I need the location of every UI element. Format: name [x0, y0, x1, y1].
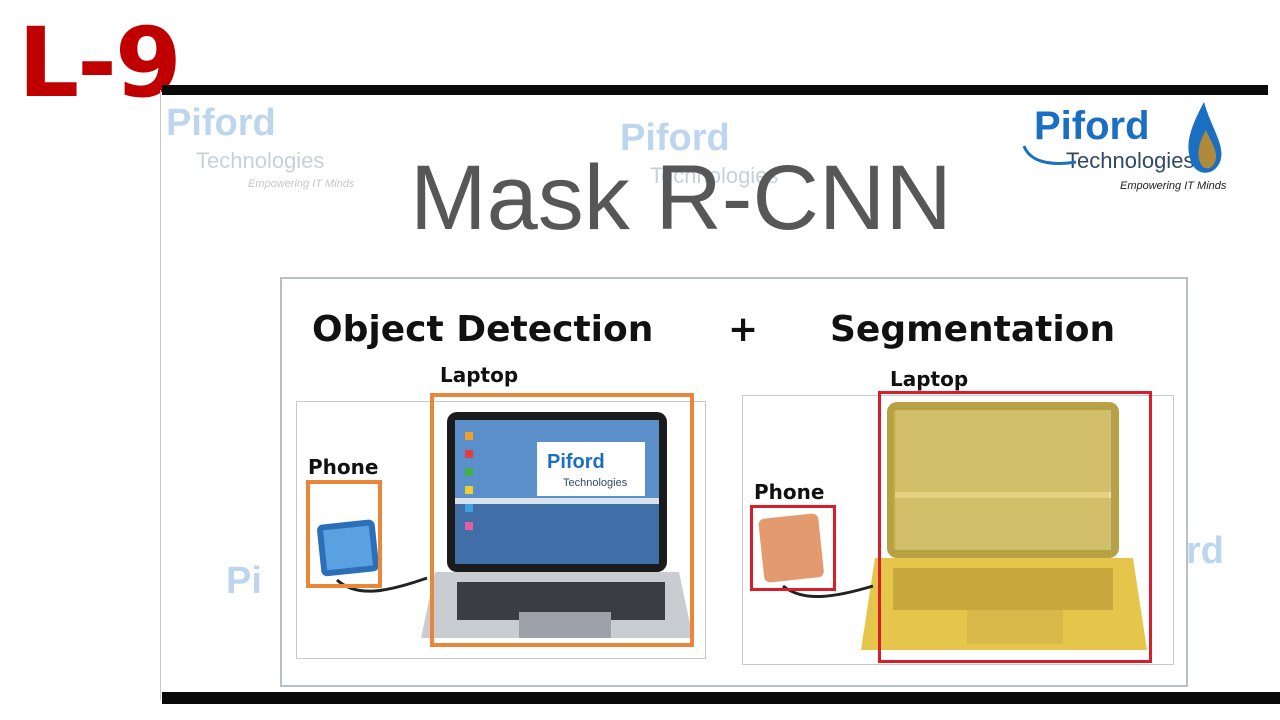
watermark-logo-tagline: Empowering IT Minds	[248, 178, 355, 190]
watermark-logo-name: Piford	[620, 117, 730, 159]
laptop-phone-illustration: Piford Technologies	[317, 412, 693, 638]
lesson-badge: L-9	[18, 7, 182, 119]
flame-icon	[1188, 102, 1222, 173]
detection-segmentation-figure: Object Detection + Segmentation Piford T…	[280, 277, 1188, 687]
watermark-logo-name: Piford	[166, 102, 276, 144]
object-detection-heading: Object Detection	[312, 309, 654, 350]
bottom-bar	[162, 692, 1280, 704]
segmentation-photo	[742, 395, 1174, 665]
logo-name: Piford	[1034, 104, 1150, 148]
screen-logo-name: Piford	[547, 451, 605, 473]
laptop-label: Laptop	[440, 363, 519, 387]
laptop-label-seg: Laptop	[890, 367, 969, 391]
screen-logo-sub: Technologies	[563, 477, 628, 489]
detection-photo: Piford Technologies	[296, 401, 706, 659]
watermark-logo-sub: Technologies	[650, 163, 779, 188]
swoosh-icon	[1022, 145, 1077, 165]
watermark-logo: Piford Technologies	[620, 115, 810, 190]
segmentation-heading: Segmentation	[830, 309, 1116, 350]
logo-tagline: Empowering IT Minds	[1120, 180, 1227, 192]
segmented-laptop-phone-illustration	[758, 402, 1147, 650]
laptop-bounding-box	[430, 393, 694, 647]
watermark-logo-sub: Technologies	[196, 148, 325, 173]
watermark-logo: rd	[1186, 530, 1224, 572]
plus-sign: +	[728, 309, 759, 350]
phone-label-seg: Phone	[754, 480, 825, 504]
laptop-segmentation-box	[878, 391, 1152, 663]
top-bar	[162, 85, 1268, 95]
piford-logo: Piford Technologies Empowering IT Minds	[1020, 100, 1230, 195]
watermark-logo: Pi	[226, 560, 262, 602]
watermark-logo: Piford Technologies Empowering IT Minds	[166, 100, 356, 200]
slide-left-border	[160, 90, 161, 700]
slide-title: Mask R-CNN	[410, 147, 952, 249]
phone-label: Phone	[308, 455, 379, 479]
logo-sub: Technologies	[1066, 148, 1195, 173]
phone-bounding-box	[306, 480, 382, 588]
phone-segmentation-box	[750, 505, 836, 591]
